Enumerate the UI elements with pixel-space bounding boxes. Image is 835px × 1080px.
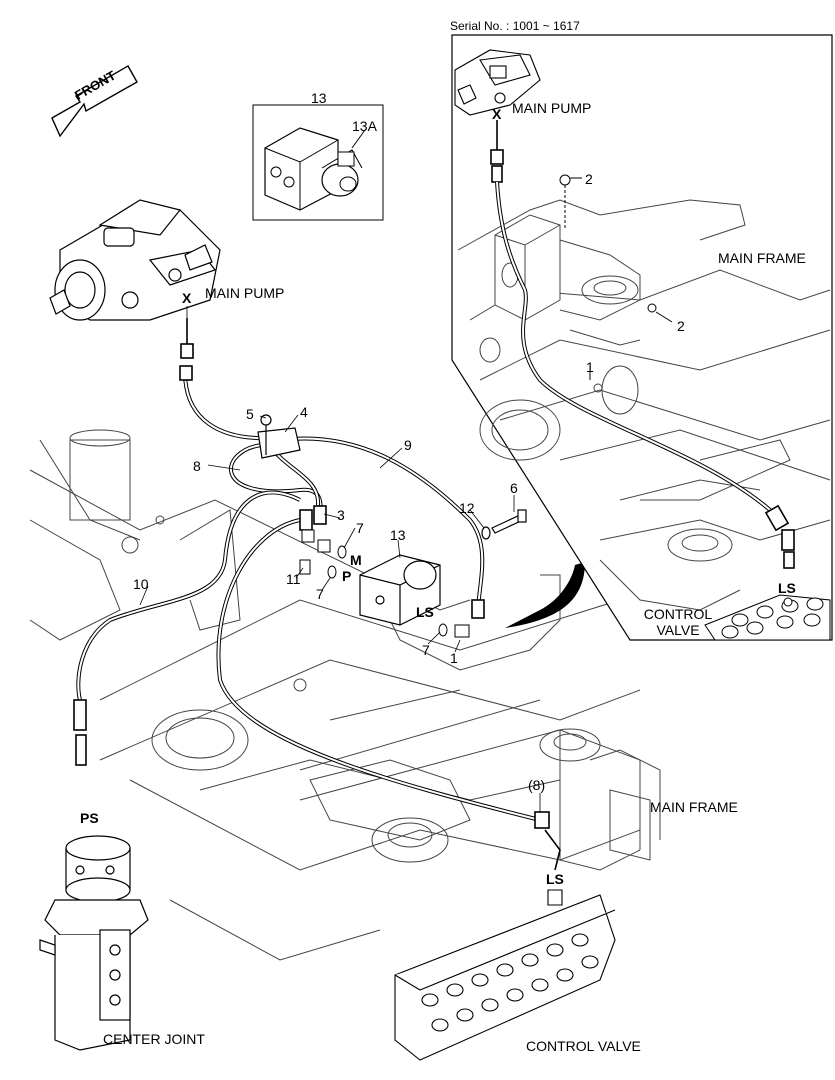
callout-7c: 7 [422,642,430,658]
hoses-main [73,318,561,871]
serial-number-label: Serial No. : 1001 ~ 1617 [450,19,580,33]
detail-13-box [252,104,384,221]
fittings-m-p [299,529,470,638]
main-pump-drawing [49,199,221,321]
callout-7b: 7 [316,586,324,602]
main-frame-label: MAIN FRAME [650,799,738,815]
inset-main-pump-drawing [454,49,541,116]
control-valve-label: CONTROL VALVE [526,1038,641,1054]
callout-4: 4 [300,404,308,420]
inset-callout-1: 1 [586,359,594,375]
control-valve-spools [421,933,599,1032]
port-x-label: X [182,290,192,306]
inset-main-pump-label: MAIN PUMP [512,100,592,116]
callout-12: 12 [459,500,475,516]
valve-13-main [359,554,441,626]
detail-13a-label: 13A [352,118,377,134]
port-m-label: M [350,552,362,568]
callout-13: 13 [390,527,406,543]
inset-bolts [559,174,673,380]
main-pump-label: MAIN PUMP [205,285,285,301]
front-arrow-icon [51,65,138,138]
center-joint-label: CENTER JOINT [103,1031,205,1047]
inset-hose [490,120,795,569]
leader-lines-main [139,306,541,812]
port-ls-label: LS [416,604,434,620]
callout-5: 5 [246,406,254,422]
callout-8: 8 [193,458,201,474]
inset-drawing [457,199,831,611]
callout-11: 11 [286,571,301,587]
inset-port-x-label: X [492,106,502,122]
inset-callout-2b: 2 [677,318,685,334]
callout-8-ref: (8) [528,777,546,793]
port-ls-valve-label: LS [546,871,564,887]
center-joint-drawing [39,835,149,1051]
reference-arrow [505,562,585,628]
inset-frame [451,34,833,641]
inset-main-frame-label: MAIN FRAME [718,250,806,266]
main-frame-drawing [29,429,661,961]
detail-13-title: 13 [311,90,327,106]
port-p-label: P [342,568,352,584]
callout-9: 9 [404,437,412,453]
callout-1: 1 [450,650,458,666]
inset-control-valve-label-1: CONTROL [643,606,713,622]
callout-7a: 7 [356,520,364,536]
clamp-4 [257,414,301,459]
inset-callout-2a: 2 [585,171,593,187]
callout-6: 6 [510,480,518,496]
port-ps-label: PS [80,810,99,826]
callout-10: 10 [133,576,149,592]
inset-control-valve-label-2: VALVE [656,622,700,638]
bolt-6 [481,509,527,540]
callout-3: 3 [337,507,345,523]
control-valve-main-drawing [394,889,616,1061]
inset-port-ls-label: LS [778,580,796,596]
inset-control-valve-drawing [704,594,831,641]
